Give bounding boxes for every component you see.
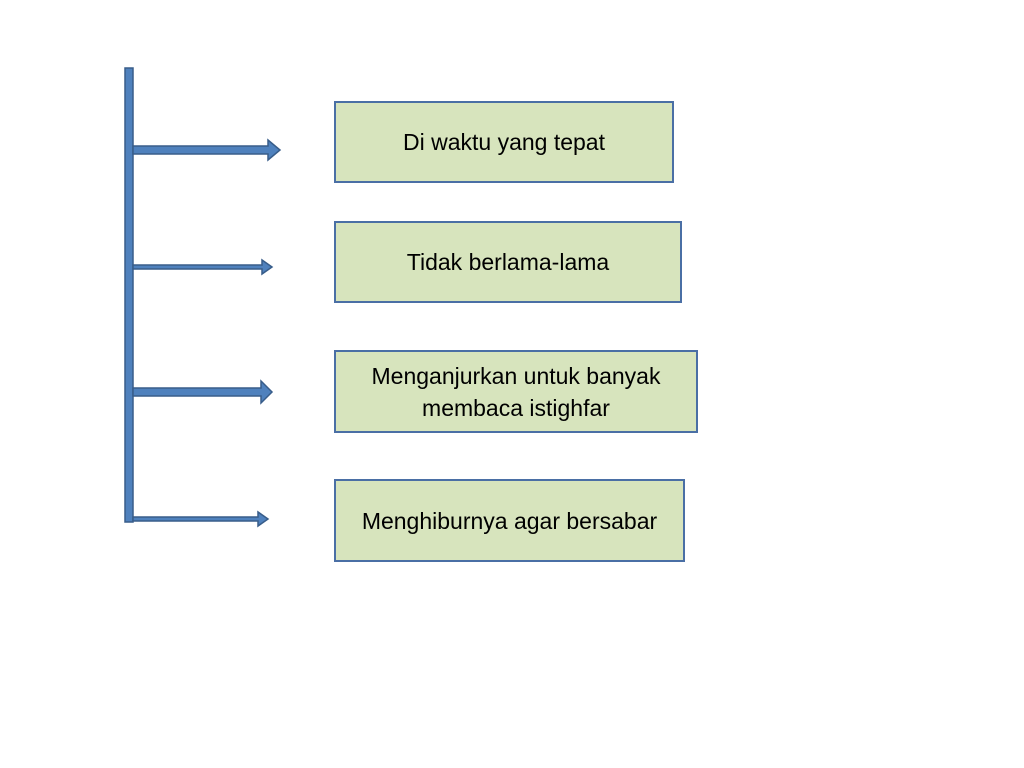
bracket-spine: [124, 67, 134, 523]
arrow-2: [132, 258, 274, 276]
arrow-1: [132, 138, 282, 162]
text-box-4-label: Menghiburnya agar bersabar: [361, 507, 658, 534]
arrow-4: [132, 510, 270, 528]
text-box-4: Menghiburnya agar bersabar: [334, 479, 685, 562]
text-box-2-label: Tidak berlama-lama: [406, 249, 610, 275]
text-box-1: Di waktu yang tepat: [334, 101, 674, 183]
text-box-1-label: Di waktu yang tepat: [402, 129, 605, 155]
text-box-2: Tidak berlama-lama: [334, 221, 682, 303]
text-box-3: Menganjurkan untuk banyak membaca istigh…: [334, 350, 698, 433]
text-box-3-label: Menganjurkan untuk banyak membaca istigh…: [371, 362, 661, 421]
arrow-3: [132, 379, 274, 405]
